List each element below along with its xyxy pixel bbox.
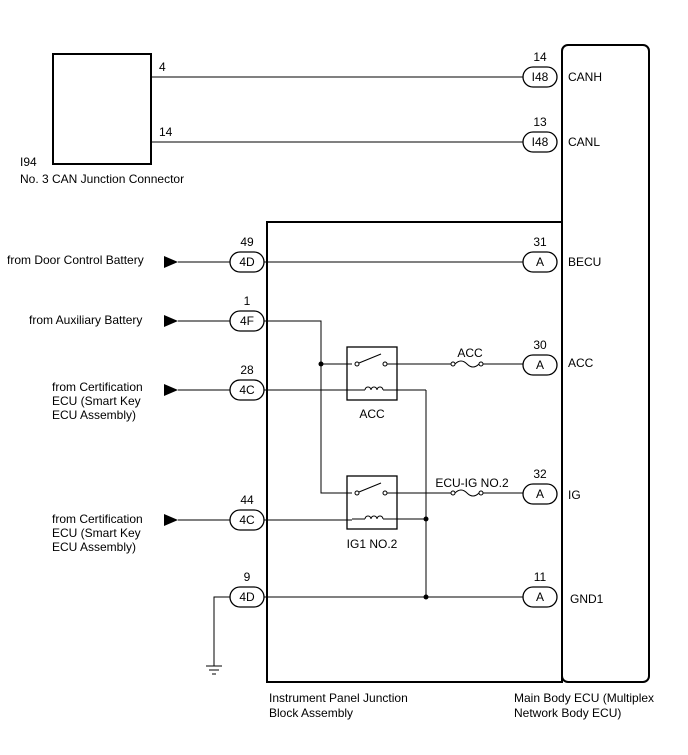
acc-relay-label: ACC bbox=[359, 407, 385, 421]
ground-icon bbox=[206, 596, 230, 675]
main-body-ecu-name-line1: Main Body ECU (Multiplex bbox=[514, 691, 654, 705]
jb-input-pin: 44 bbox=[240, 493, 254, 507]
can-junction-pin-canl: 14 bbox=[159, 125, 173, 139]
can-junction-connector-box bbox=[52, 53, 152, 165]
ecu-terminal-pin: 30 bbox=[533, 338, 547, 352]
jb-input-4c-44: 4C 44 bbox=[229, 493, 265, 531]
source-certification-ecu-1-line2: ECU (Smart Key bbox=[52, 394, 141, 408]
ecu-terminal-pin: 14 bbox=[533, 50, 547, 64]
ecu-terminal-pin: 31 bbox=[533, 235, 547, 249]
ig1-no2-relay bbox=[346, 475, 398, 530]
junction-block-name-line1: Instrument Panel Junction bbox=[269, 691, 408, 705]
ecu-terminal-becu: A 31 BECU bbox=[522, 235, 601, 273]
ecu-terminal-signal: IG bbox=[568, 488, 581, 502]
ecu-terminal-pin: 11 bbox=[534, 570, 547, 584]
main-body-ecu-name-line2: Network Body ECU) bbox=[514, 706, 621, 720]
ecu-terminal-signal: GND1 bbox=[570, 592, 604, 606]
jb-input-connector: 4C bbox=[239, 383, 255, 397]
source-auxiliary-battery: from Auxiliary Battery bbox=[29, 313, 142, 327]
ecu-terminal-ig: A 32 IG bbox=[522, 467, 581, 505]
ecu-terminal-signal: ACC bbox=[568, 356, 594, 370]
acc-fuse-label: ACC bbox=[457, 346, 483, 360]
jb-input-pin: 49 bbox=[240, 235, 254, 249]
source-certification-ecu-2-line2: ECU (Smart Key bbox=[52, 526, 141, 540]
junction-dot bbox=[318, 361, 324, 367]
source-certification-ecu-1-line1: from Certification bbox=[52, 380, 143, 394]
can-junction-connector-name: No. 3 CAN Junction Connector bbox=[20, 172, 184, 186]
ecu-terminal-acc: A 30 ACC bbox=[522, 338, 594, 376]
arrow-icon bbox=[164, 256, 178, 268]
fuse-icon bbox=[450, 489, 484, 497]
ecu-terminal-pin: 32 bbox=[533, 467, 547, 481]
arrow-icon bbox=[164, 384, 178, 396]
ecu-terminal-connector: I48 bbox=[532, 135, 549, 149]
ecu-terminal-signal: BECU bbox=[568, 255, 601, 269]
can-junction-pin-canh: 4 bbox=[159, 60, 166, 74]
ecu-terminal-gnd1: A 11 GND1 bbox=[522, 570, 604, 608]
junction-block-box bbox=[266, 221, 563, 683]
jb-input-4c-28: 4C 28 bbox=[229, 363, 265, 401]
jb-input-4d-9: 4D 9 bbox=[229, 570, 265, 608]
ecu-terminal-connector: I48 bbox=[532, 70, 549, 84]
ecu-terminal-connector: A bbox=[536, 590, 544, 604]
relay-coil-icon bbox=[364, 515, 384, 520]
source-door-control-battery: from Door Control Battery bbox=[7, 253, 144, 267]
arrow-icon bbox=[164, 315, 178, 327]
jb-input-pin: 28 bbox=[240, 363, 254, 377]
ecu-terminal-connector: A bbox=[536, 255, 544, 269]
junction-dot bbox=[423, 594, 429, 600]
ecu-terminal-signal: CANH bbox=[568, 70, 602, 84]
relay-coil-icon bbox=[364, 386, 384, 391]
jb-input-connector: 4D bbox=[239, 590, 255, 604]
ecu-terminal-pin: 13 bbox=[533, 115, 547, 129]
ecu-ig-fuse-label: ECU-IG NO.2 bbox=[435, 476, 509, 490]
junction-block-name-line2: Block Assembly bbox=[269, 706, 353, 720]
ecu-terminal-canh: I48 14 CANH bbox=[522, 50, 602, 88]
jb-input-4f-1: 4F 1 bbox=[229, 294, 265, 332]
can-junction-connector-code: I94 bbox=[20, 155, 37, 169]
jb-input-4d-49: 4D 49 bbox=[229, 235, 265, 273]
jb-input-connector: 4D bbox=[239, 255, 255, 269]
source-certification-ecu-1-line3: ECU Assembly) bbox=[52, 408, 136, 422]
junction-dot bbox=[423, 516, 429, 522]
fuse-icon bbox=[450, 360, 484, 368]
ecu-terminal-connector: A bbox=[536, 487, 544, 501]
source-certification-ecu-2-line1: from Certification bbox=[52, 512, 143, 526]
acc-relay bbox=[346, 346, 398, 401]
jb-input-connector: 4C bbox=[239, 513, 255, 527]
ecu-terminal-connector: A bbox=[536, 358, 544, 372]
source-certification-ecu-2-line3: ECU Assembly) bbox=[52, 540, 136, 554]
arrow-icon bbox=[164, 514, 178, 526]
jb-input-pin: 9 bbox=[244, 570, 251, 584]
aux-feed-wire bbox=[264, 320, 352, 494]
ig1-no2-relay-label: IG1 NO.2 bbox=[347, 537, 398, 551]
ecu-terminal-canl: I48 13 CANL bbox=[522, 115, 600, 153]
jb-input-pin: 1 bbox=[244, 294, 251, 308]
jb-input-connector: 4F bbox=[240, 314, 254, 328]
ecu-terminal-signal: CANL bbox=[568, 135, 600, 149]
